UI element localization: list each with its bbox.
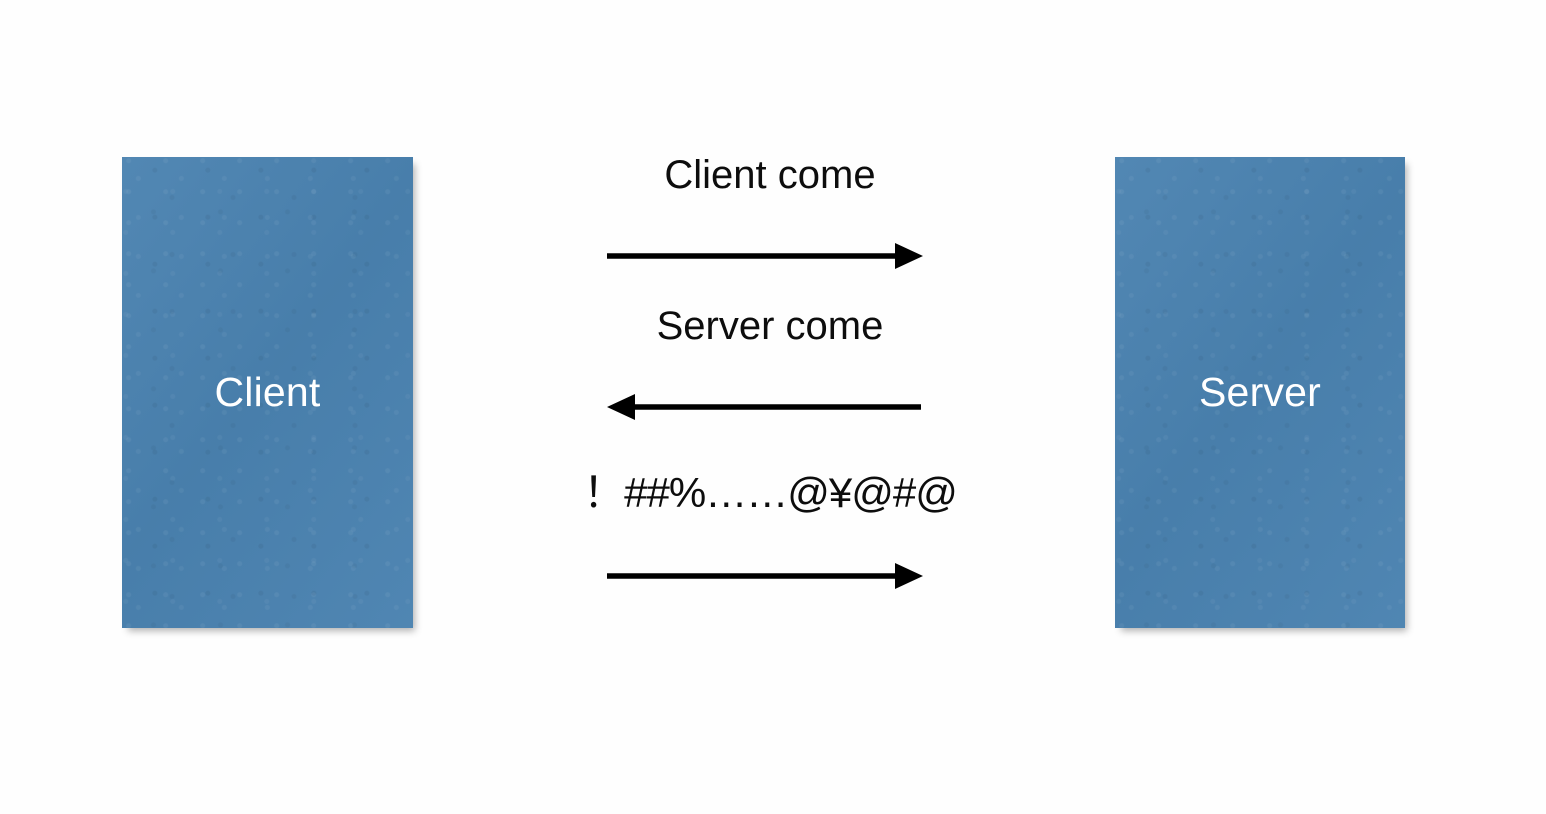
node-client-label: Client	[214, 369, 321, 415]
node-server-label: Server	[1199, 369, 1321, 415]
node-server[interactable]: Server	[1115, 157, 1405, 628]
message-2-arrow-left-icon	[607, 394, 923, 420]
message-1-arrow-right-icon	[607, 243, 923, 269]
node-client[interactable]: Client	[122, 157, 413, 628]
message-2-label: Server come	[656, 304, 884, 348]
message-3-arrow-right-icon	[607, 563, 923, 589]
message-3-label: ！##%……@¥@#@	[583, 469, 958, 516]
message-1-label: Client come	[664, 153, 876, 197]
